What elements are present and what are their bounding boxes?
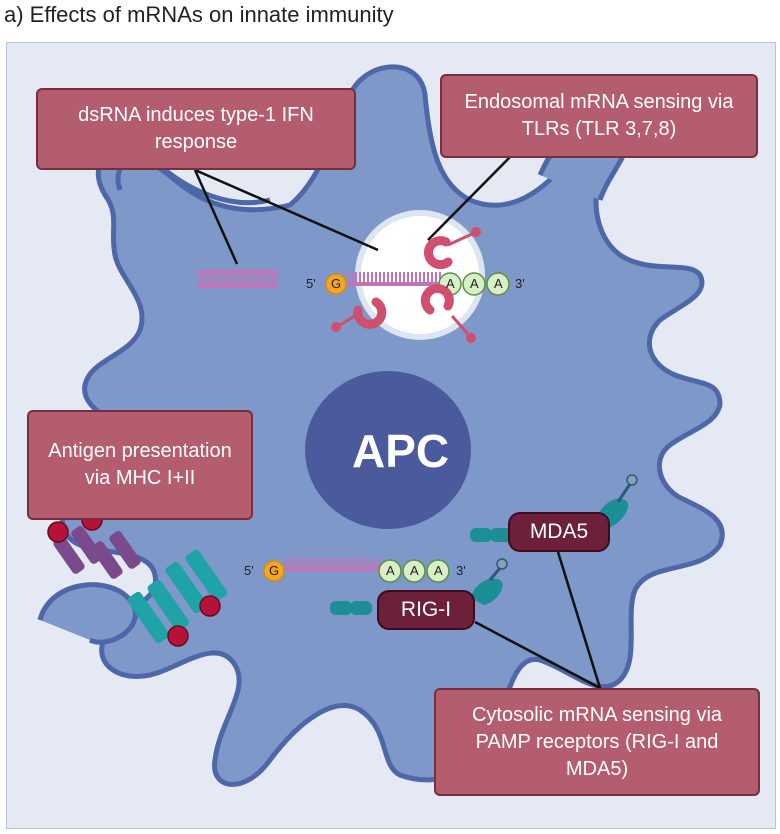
cap-g-label-endosomal: G [331, 276, 342, 291]
callout-cytosolic: Cytosolic mRNA sensing via PAMP receptor… [434, 688, 760, 796]
apc-label: APC [352, 425, 450, 477]
figure-title: a) Effects of mRNAs on innate immunity [4, 2, 394, 27]
connector-lines [193, 154, 602, 690]
mhc-class-ii [127, 549, 228, 647]
three-prime-label-cytosolic: 3' [456, 563, 466, 578]
cap-g-endosomal [325, 273, 347, 295]
five-prime-label-endosomal: 5' [306, 276, 316, 291]
cytosolic-mrna [263, 558, 450, 583]
cap-g-label-cytosolic: G [269, 563, 280, 578]
callout-antigen: Antigen presentation via MHC I+II [27, 410, 253, 520]
rigi-label: RIG-I [377, 590, 475, 630]
callout-endosomal: Endosomal mRNA sensing via TLRs (TLR 3,7… [440, 74, 758, 158]
dsrna-strand [198, 270, 278, 288]
three-prime-label-endosomal: 3' [515, 276, 525, 291]
tlr-receptors [353, 236, 454, 329]
five-prime-label-cytosolic: 5' [244, 563, 254, 578]
poly-a-label-5: A [410, 563, 419, 578]
poly-a-label-1: A [446, 276, 455, 291]
dendrite-lower-left [37, 582, 138, 645]
nucleus [305, 371, 471, 529]
mda5-label: MDA5 [508, 512, 610, 552]
poly-a-2 [462, 272, 486, 296]
callout-dsrna: dsRNA induces type-1 IFN response [36, 88, 356, 170]
mhc-class-i [47, 509, 141, 579]
poly-a-label-2: A [470, 276, 479, 291]
cap-g-cytosolic [263, 560, 285, 582]
poly-a-3 [486, 272, 510, 296]
rigi-receptor-body [330, 558, 508, 615]
poly-a-label-3: A [494, 276, 503, 291]
poly-a-label-4: A [386, 563, 395, 578]
poly-a-label-6: A [434, 563, 443, 578]
